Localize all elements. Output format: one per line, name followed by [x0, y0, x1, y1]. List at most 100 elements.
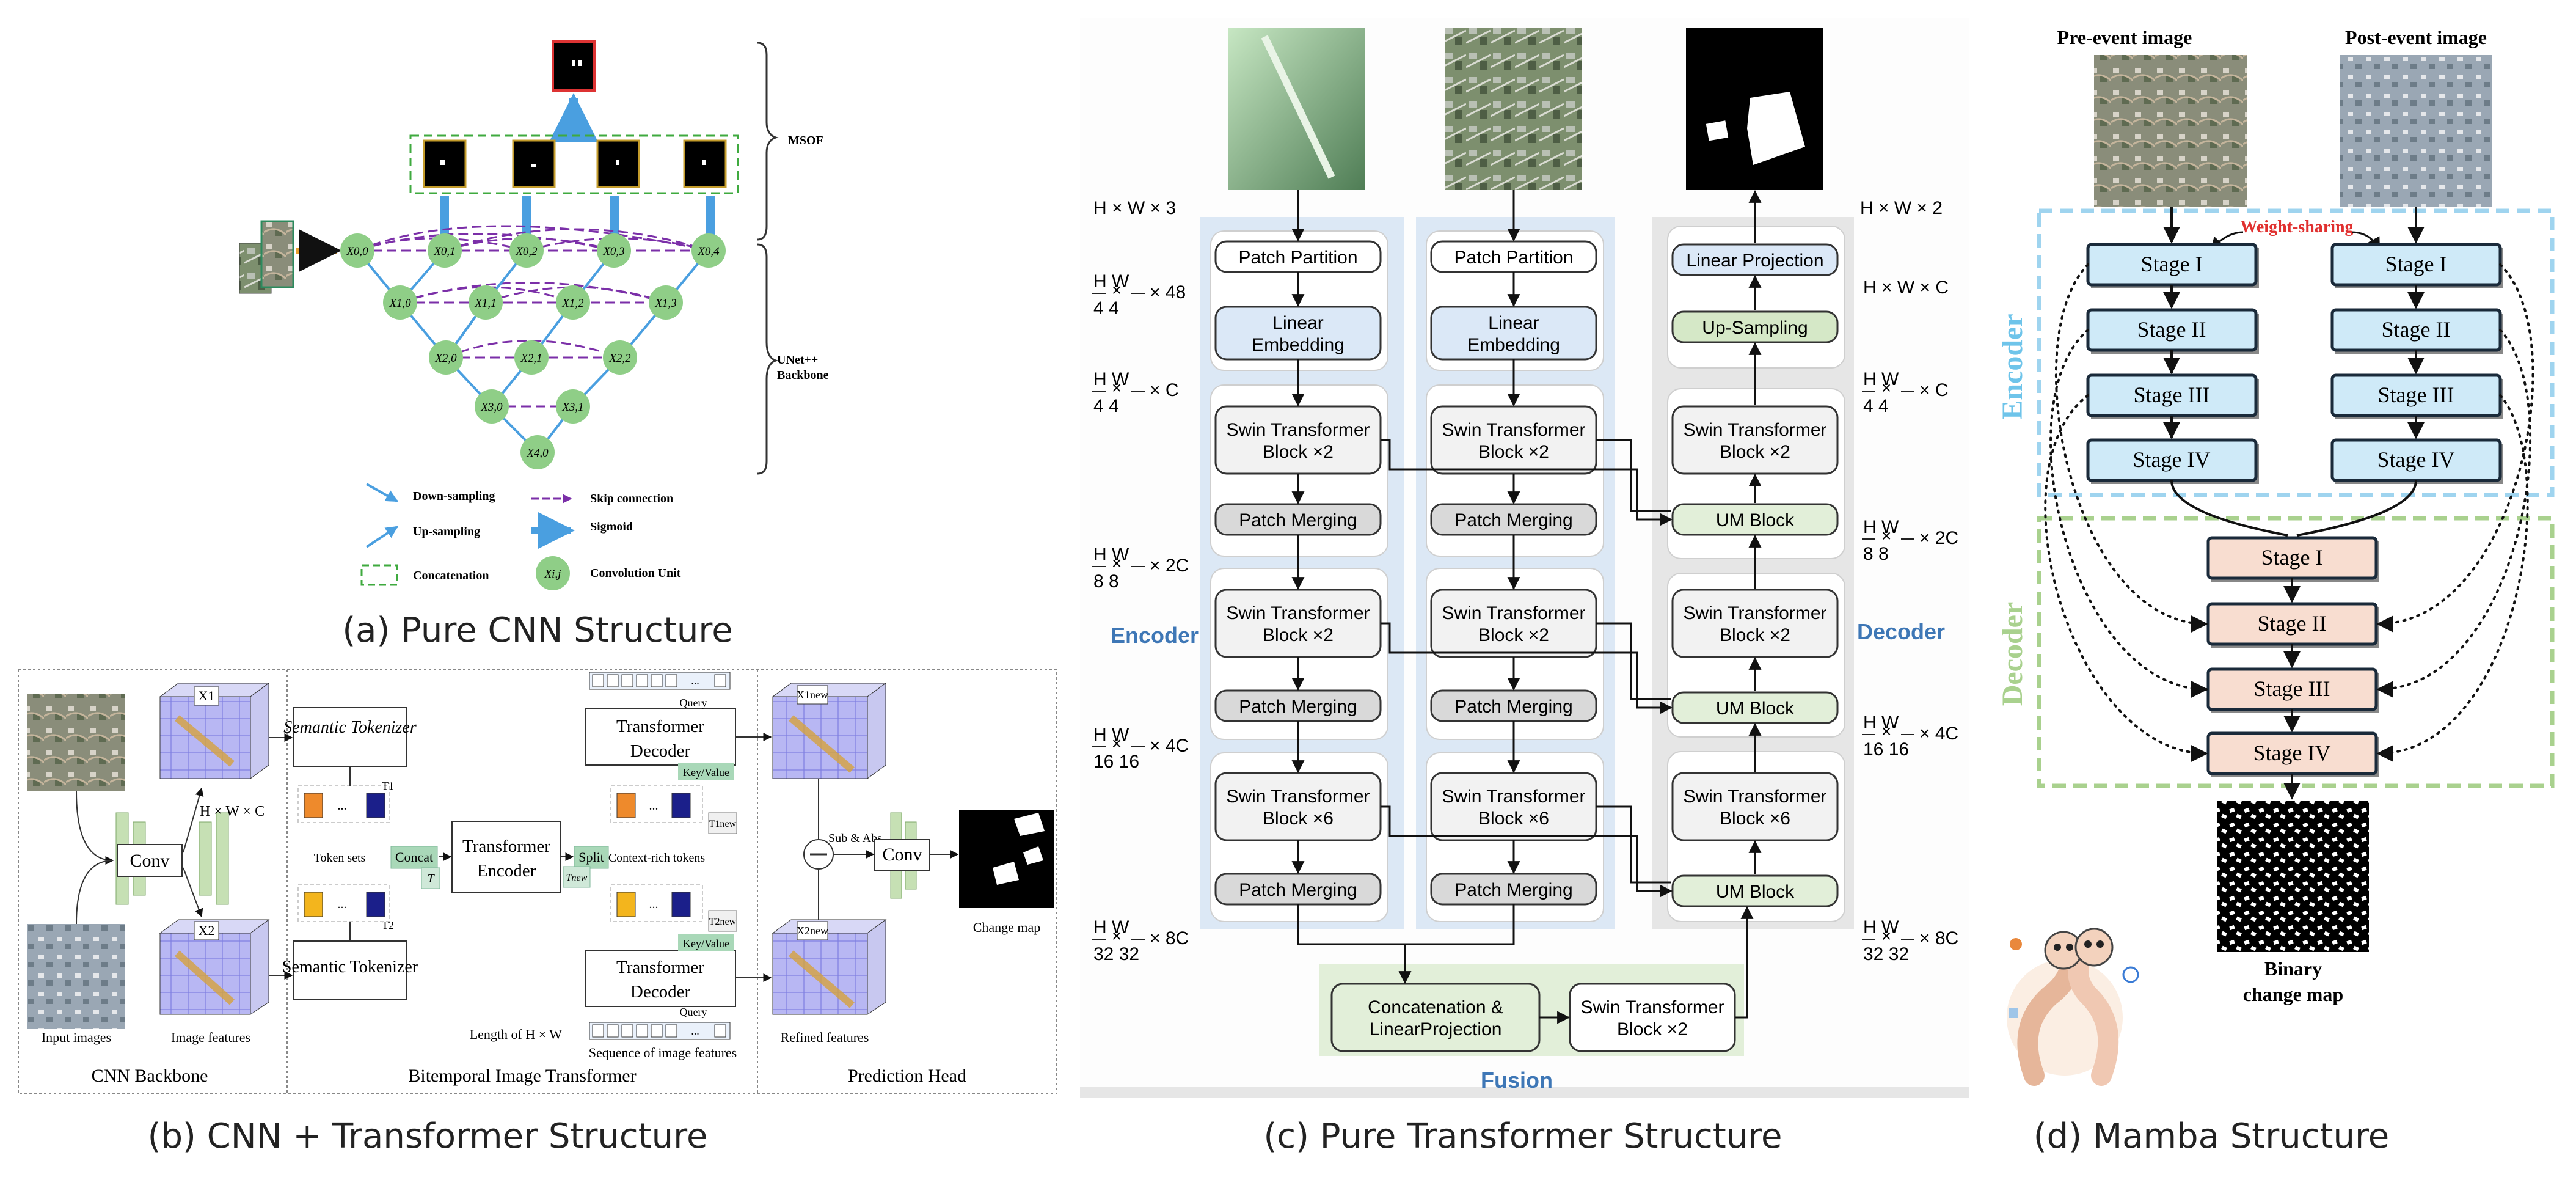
pre-event-label: Pre-event image: [2057, 26, 2192, 48]
svg-text:H × W × 2: H × W × 2: [1860, 198, 1943, 218]
context-token-sets: ... ... T1new T2new: [610, 785, 737, 932]
svg-text:H W: H W: [1863, 713, 1899, 733]
svg-text:X3,0: X3,0: [480, 401, 503, 414]
svg-text:T1new: T1new: [709, 819, 737, 829]
svg-text:Stage I: Stage I: [2385, 252, 2447, 276]
svg-text:LinearProjection: LinearProjection: [1370, 1019, 1502, 1040]
svg-text:X1,3: X1,3: [654, 297, 676, 310]
encoder-stage-right: Stage IV: [2330, 438, 2503, 484]
svg-text:Semantic Tokenizer: Semantic Tokenizer: [282, 958, 418, 977]
post-event-image: [2340, 55, 2492, 207]
svg-text:Transformer: Transformer: [616, 958, 704, 977]
svg-text:4 4: 4 4: [1863, 396, 1889, 416]
refined-x2new: X2new: [772, 919, 887, 1015]
svg-text:X0,4: X0,4: [697, 245, 720, 258]
svg-text:Stage IV: Stage IV: [2253, 741, 2331, 765]
svg-text:X2new: X2new: [797, 925, 828, 937]
concat-linear-projection: Concatenation &LinearProjection: [1330, 983, 1541, 1052]
unet-node: X0,3: [597, 233, 631, 268]
panel-c-dims: H × W × 3H W×4 4× 48H W×4 4× CH W×8 8× 2…: [1092, 198, 1958, 964]
split-box: [574, 846, 609, 869]
svg-text:Block ×2: Block ×2: [1720, 625, 1790, 645]
msof-feature-maps: [423, 139, 727, 188]
svg-text:Swin Transformer: Swin Transformer: [1442, 603, 1585, 623]
um-block: UM Block: [1671, 875, 1839, 908]
svg-text:Patch Merging: Patch Merging: [1454, 697, 1572, 717]
svg-text:X4,0: X4,0: [526, 447, 549, 460]
linear-projection: Linear Projection: [1671, 243, 1839, 276]
svg-text:Key/Value: Key/Value: [683, 937, 729, 950]
svg-text:Stage III: Stage III: [2378, 383, 2454, 407]
svg-text:Length of H × W: Length of H × W: [470, 1027, 563, 1042]
svg-text:Swin Transformer: Swin Transformer: [1683, 603, 1826, 623]
svg-text:X2,1: X2,1: [520, 352, 542, 365]
svg-text:×: ×: [1881, 926, 1891, 945]
svg-text:× C: × C: [1150, 380, 1179, 400]
unet-node: X1,1: [469, 285, 503, 320]
svg-text:H W: H W: [1863, 917, 1899, 937]
weight-sharing: Weight-sharing: [2240, 218, 2353, 237]
conv-box-head: [874, 839, 930, 871]
encoder-stage-left: Stage I: [2086, 243, 2259, 288]
svg-text:T1: T1: [382, 780, 394, 792]
svg-text:Stage I: Stage I: [2141, 252, 2203, 276]
transformer-decoder-2: [585, 950, 736, 1007]
patch-merging: Patch Merging: [1430, 873, 1597, 906]
pre-event-image: [2094, 55, 2247, 207]
svg-text:Patch Merging: Patch Merging: [1454, 510, 1572, 530]
svg-text:× 8C: × 8C: [1150, 928, 1189, 948]
encoder-stage-right: Stage I: [2330, 243, 2503, 288]
unet-node: X0,1: [428, 233, 462, 268]
svg-text:Patch Partition: Patch Partition: [1454, 248, 1573, 268]
svg-text:Swin Transformer: Swin Transformer: [1226, 603, 1370, 623]
svg-text:Block ×2: Block ×2: [1478, 625, 1549, 645]
svg-text:× 48: × 48: [1150, 282, 1186, 302]
svg-text:H W: H W: [1093, 725, 1129, 745]
svg-text:×: ×: [1112, 554, 1122, 573]
svg-text:Patch Merging: Patch Merging: [1239, 510, 1357, 530]
svg-text:Block ×2: Block ×2: [1478, 442, 1549, 462]
dim-label: H W×8 8× 2C: [1862, 517, 1958, 564]
svg-text:Transformer: Transformer: [462, 837, 550, 856]
svg-text:change map: change map: [2243, 983, 2343, 1005]
dim-label: H W×32 32× 8C: [1862, 917, 1958, 964]
fusion-label-c: Fusion: [1481, 1068, 1553, 1093]
svg-text:H W: H W: [1093, 369, 1129, 389]
svg-text:H W: H W: [1863, 517, 1899, 537]
svg-text:× 4C: × 4C: [1150, 736, 1189, 756]
svg-text:Token sets: Token sets: [314, 851, 366, 865]
unet-node: X0,4: [691, 233, 726, 268]
svg-text:X0,1: X0,1: [433, 245, 455, 258]
svg-text:Context-rich tokens: Context-rich tokens: [608, 851, 706, 865]
svg-text:X1,2: X1,2: [561, 297, 584, 310]
svg-text:Concatenation: Concatenation: [413, 569, 489, 582]
encoder-stage-left: Stage II: [2086, 308, 2259, 354]
svg-text:...: ...: [338, 898, 347, 911]
svg-text:Stage II: Stage II: [2382, 317, 2451, 342]
sequence-top: ... Query: [589, 672, 731, 709]
svg-text:T: T: [427, 872, 435, 886]
encoder-stage-left: Stage III: [2086, 373, 2259, 419]
svg-text:16 16: 16 16: [1863, 739, 1909, 760]
patch-merging: Patch Merging: [1430, 689, 1597, 722]
refined-x1new: X1new: [772, 683, 887, 779]
um-block: UM Block: [1671, 503, 1839, 536]
conv-box-b: [117, 844, 183, 877]
svg-text:Swin Transformer: Swin Transformer: [1442, 420, 1585, 440]
patch-merging: Patch Merging: [1214, 689, 1382, 722]
svg-text:Block ×2: Block ×2: [1617, 1019, 1688, 1040]
svg-text:H W: H W: [1093, 544, 1129, 565]
svg-text:Tnew: Tnew: [566, 873, 588, 883]
dim-label: H W×4 4× 48: [1092, 271, 1186, 318]
post-event-label: Post-event image: [2345, 26, 2487, 48]
svg-text:Swin Transformer: Swin Transformer: [1683, 787, 1826, 807]
svg-text:H W: H W: [1863, 369, 1899, 389]
